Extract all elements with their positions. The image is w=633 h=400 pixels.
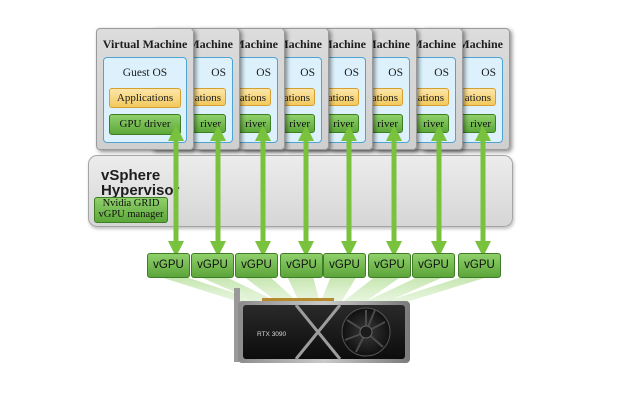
beam-7 bbox=[360, 276, 446, 304]
beam-4 bbox=[287, 276, 320, 304]
vm-title: Machine bbox=[365, 37, 410, 51]
vm-title: Machine bbox=[277, 37, 322, 51]
vgpu-box-8: vGPU bbox=[458, 253, 501, 278]
vm-title: Virtual Machine bbox=[102, 37, 188, 51]
guest-os-label: OS bbox=[256, 67, 271, 79]
guest-os-label: OS bbox=[434, 67, 449, 79]
guest-os-label: OS bbox=[211, 67, 226, 79]
hypervisor-title-line2: Hypervisor bbox=[101, 182, 180, 199]
guest-os-label: OS bbox=[388, 67, 403, 79]
vgpu-manager-box: Nvidia GRID vGPU manager bbox=[94, 197, 168, 223]
beam-6 bbox=[340, 276, 402, 304]
gpu-driver-box: GPU driver bbox=[109, 114, 181, 135]
beam-5 bbox=[320, 276, 357, 304]
vm-title: Machine bbox=[411, 37, 456, 51]
vgpu-manager-line2: vGPU manager bbox=[98, 209, 164, 220]
vgpu-box-6: vGPU bbox=[368, 253, 411, 278]
vgpu-box-1: vGPU bbox=[147, 253, 190, 278]
hypervisor-title: vSphere Hypervisor bbox=[101, 168, 179, 198]
vm-title: Machine bbox=[321, 37, 366, 51]
vm-title: Machine bbox=[233, 37, 278, 51]
guest-os-label: OS bbox=[344, 67, 359, 79]
vgpu-box-5: vGPU bbox=[323, 253, 366, 278]
vgpu-box-2: vGPU bbox=[191, 253, 234, 278]
gpu-card-label: RTX 3090 bbox=[257, 331, 287, 338]
gpu-card-image: RTX 3090 bbox=[234, 288, 410, 363]
vm-title: Machine bbox=[458, 37, 503, 51]
vgpu-box-3: vGPU bbox=[235, 253, 278, 278]
vgpu-box-4: vGPU bbox=[280, 253, 323, 278]
applications-box: Applications bbox=[109, 88, 181, 108]
hypervisor-title-line1: vSphere bbox=[101, 167, 161, 184]
beam-3 bbox=[243, 276, 300, 304]
vgpu-box-7: vGPU bbox=[412, 253, 455, 278]
guest-os-label: OS bbox=[481, 67, 496, 79]
beam-8 bbox=[378, 276, 491, 304]
beam-1 bbox=[157, 276, 268, 304]
vgpu-manager-line1: Nvidia GRID bbox=[102, 198, 160, 209]
guest-os-label: OS bbox=[300, 67, 315, 79]
vm-title: Machine bbox=[188, 37, 233, 51]
guest-os-label: Guest OS bbox=[122, 67, 168, 79]
